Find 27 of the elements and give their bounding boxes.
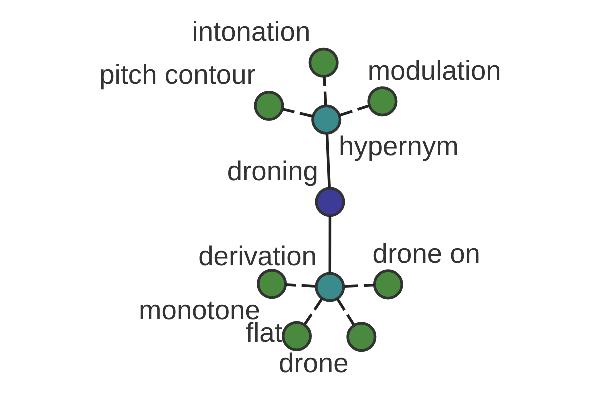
connector [282, 108, 314, 118]
node-circle [346, 322, 377, 352]
node-label: intonation [192, 16, 311, 48]
node-label: hypernym [339, 130, 459, 162]
connector [339, 104, 370, 117]
connector [328, 216, 332, 274]
node-label: derivation [198, 240, 317, 272]
node-label: pitch contour [100, 59, 256, 90]
node-circle [312, 104, 342, 135]
node-circle [373, 270, 404, 300]
connector [323, 76, 328, 106]
node-circle [315, 187, 346, 218]
node-circle [282, 321, 312, 352]
connector [304, 298, 324, 326]
connector [326, 134, 331, 188]
node-circle [257, 269, 288, 300]
node-label: drone on [372, 238, 480, 269]
connector [336, 298, 356, 326]
node-label: modulation [368, 54, 502, 86]
node-label: drone [279, 348, 349, 379]
connector [286, 284, 316, 288]
node-circle [308, 48, 339, 78]
node-label: droning [227, 155, 318, 186]
node-circle [254, 91, 284, 122]
node-circle [368, 86, 398, 117]
node-circle [315, 272, 346, 302]
connector [344, 284, 375, 288]
